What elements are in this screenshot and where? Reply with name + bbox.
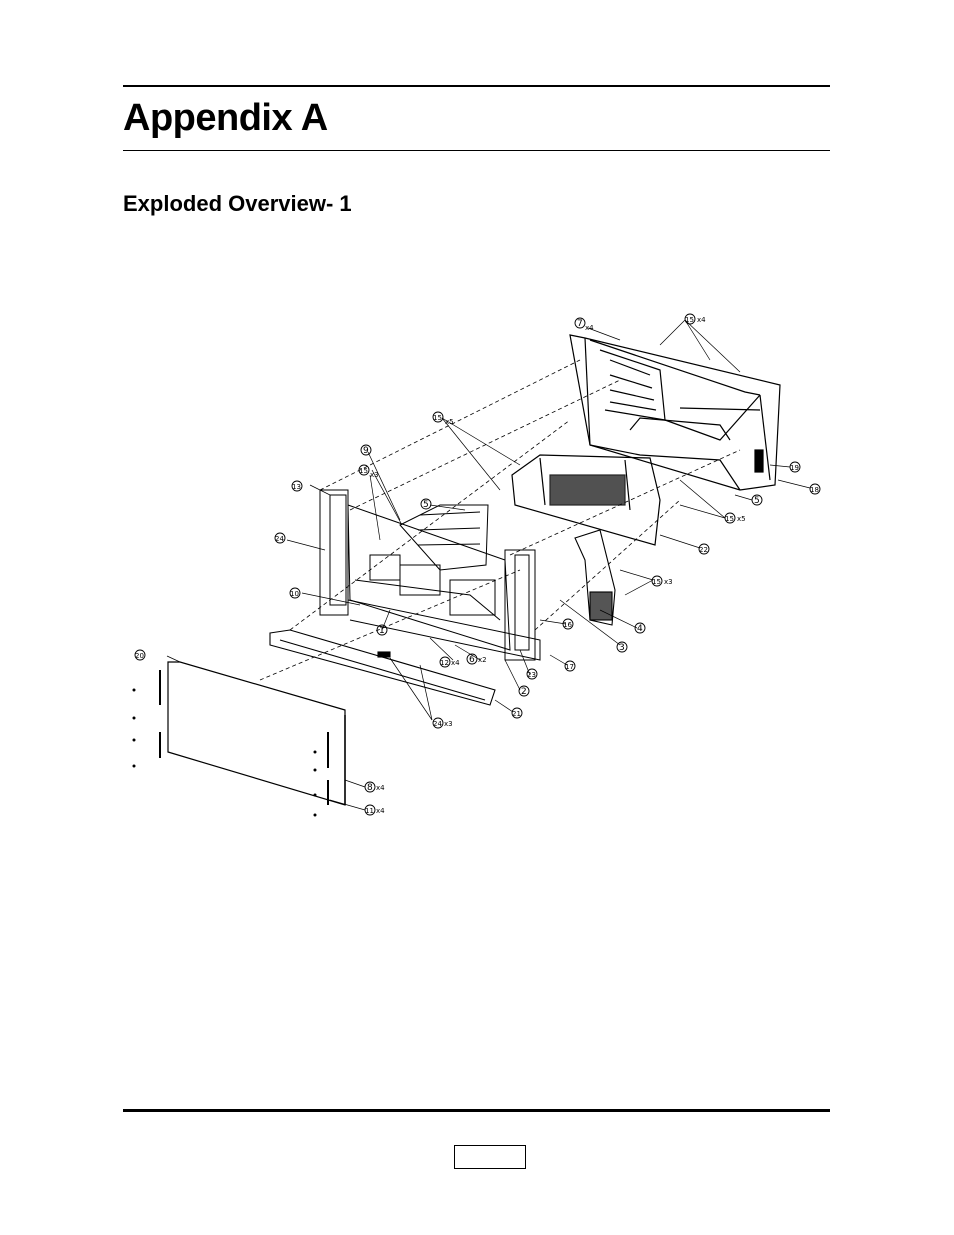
svg-text:22: 22 (699, 546, 708, 554)
svg-text:17: 17 (565, 663, 574, 671)
svg-text:x4: x4 (376, 784, 385, 792)
svg-text:15: 15 (433, 414, 442, 422)
svg-text:2: 2 (521, 687, 527, 697)
svg-text:5: 5 (423, 500, 429, 510)
svg-text:5: 5 (754, 496, 760, 506)
svg-text:18: 18 (810, 486, 819, 494)
top-rule (123, 85, 830, 87)
svg-text:4: 4 (637, 624, 643, 634)
svg-text:8: 8 (367, 783, 373, 793)
svg-text:1: 1 (379, 626, 385, 636)
svg-text:24: 24 (433, 720, 442, 728)
svg-text:9: 9 (363, 446, 369, 456)
svg-text:10: 10 (290, 590, 299, 598)
screen-panel (159, 661, 346, 806)
page-title: Appendix A (123, 97, 328, 139)
svg-text:20: 20 (135, 652, 144, 660)
svg-text:6: 6 (469, 655, 475, 665)
svg-text:x4: x4 (585, 324, 594, 332)
svg-text:x4: x4 (451, 659, 460, 667)
svg-text:11: 11 (365, 807, 374, 815)
svg-text:12: 12 (440, 659, 449, 667)
center-chassis (319, 489, 541, 661)
svg-text:15: 15 (685, 316, 694, 324)
section-subtitle: Exploded Overview- 1 (123, 191, 352, 216)
svg-text:x5: x5 (445, 418, 454, 426)
page-number-box (454, 1145, 526, 1169)
svg-text:x3: x3 (370, 471, 379, 479)
svg-text:23: 23 (527, 671, 536, 679)
svg-text:7: 7 (577, 319, 583, 329)
svg-text:15: 15 (652, 578, 661, 586)
svg-text:x2: x2 (478, 656, 487, 664)
svg-text:x3: x3 (444, 720, 453, 728)
side-bracket (574, 529, 616, 626)
svg-text:3: 3 (619, 643, 625, 653)
footer-rule (123, 1109, 830, 1112)
svg-text:x4: x4 (376, 807, 385, 815)
title-underline (123, 150, 830, 151)
svg-text:24: 24 (275, 535, 284, 543)
svg-text:x4: x4 (697, 316, 706, 324)
svg-text:x3: x3 (664, 578, 673, 586)
front-bezel-bar (269, 629, 496, 706)
svg-text:16: 16 (563, 621, 572, 629)
leader-lines (166, 319, 811, 811)
assembly-lines (259, 359, 741, 681)
rear-cabinet (569, 334, 781, 491)
svg-text:19: 19 (790, 464, 799, 472)
svg-text:13: 13 (292, 483, 301, 491)
svg-text:15: 15 (359, 467, 368, 475)
svg-text:15: 15 (725, 515, 734, 523)
svg-text:21: 21 (512, 710, 521, 718)
rear-frame-panel (511, 454, 661, 546)
svg-text:x5: x5 (737, 515, 746, 523)
screws (132, 688, 317, 817)
